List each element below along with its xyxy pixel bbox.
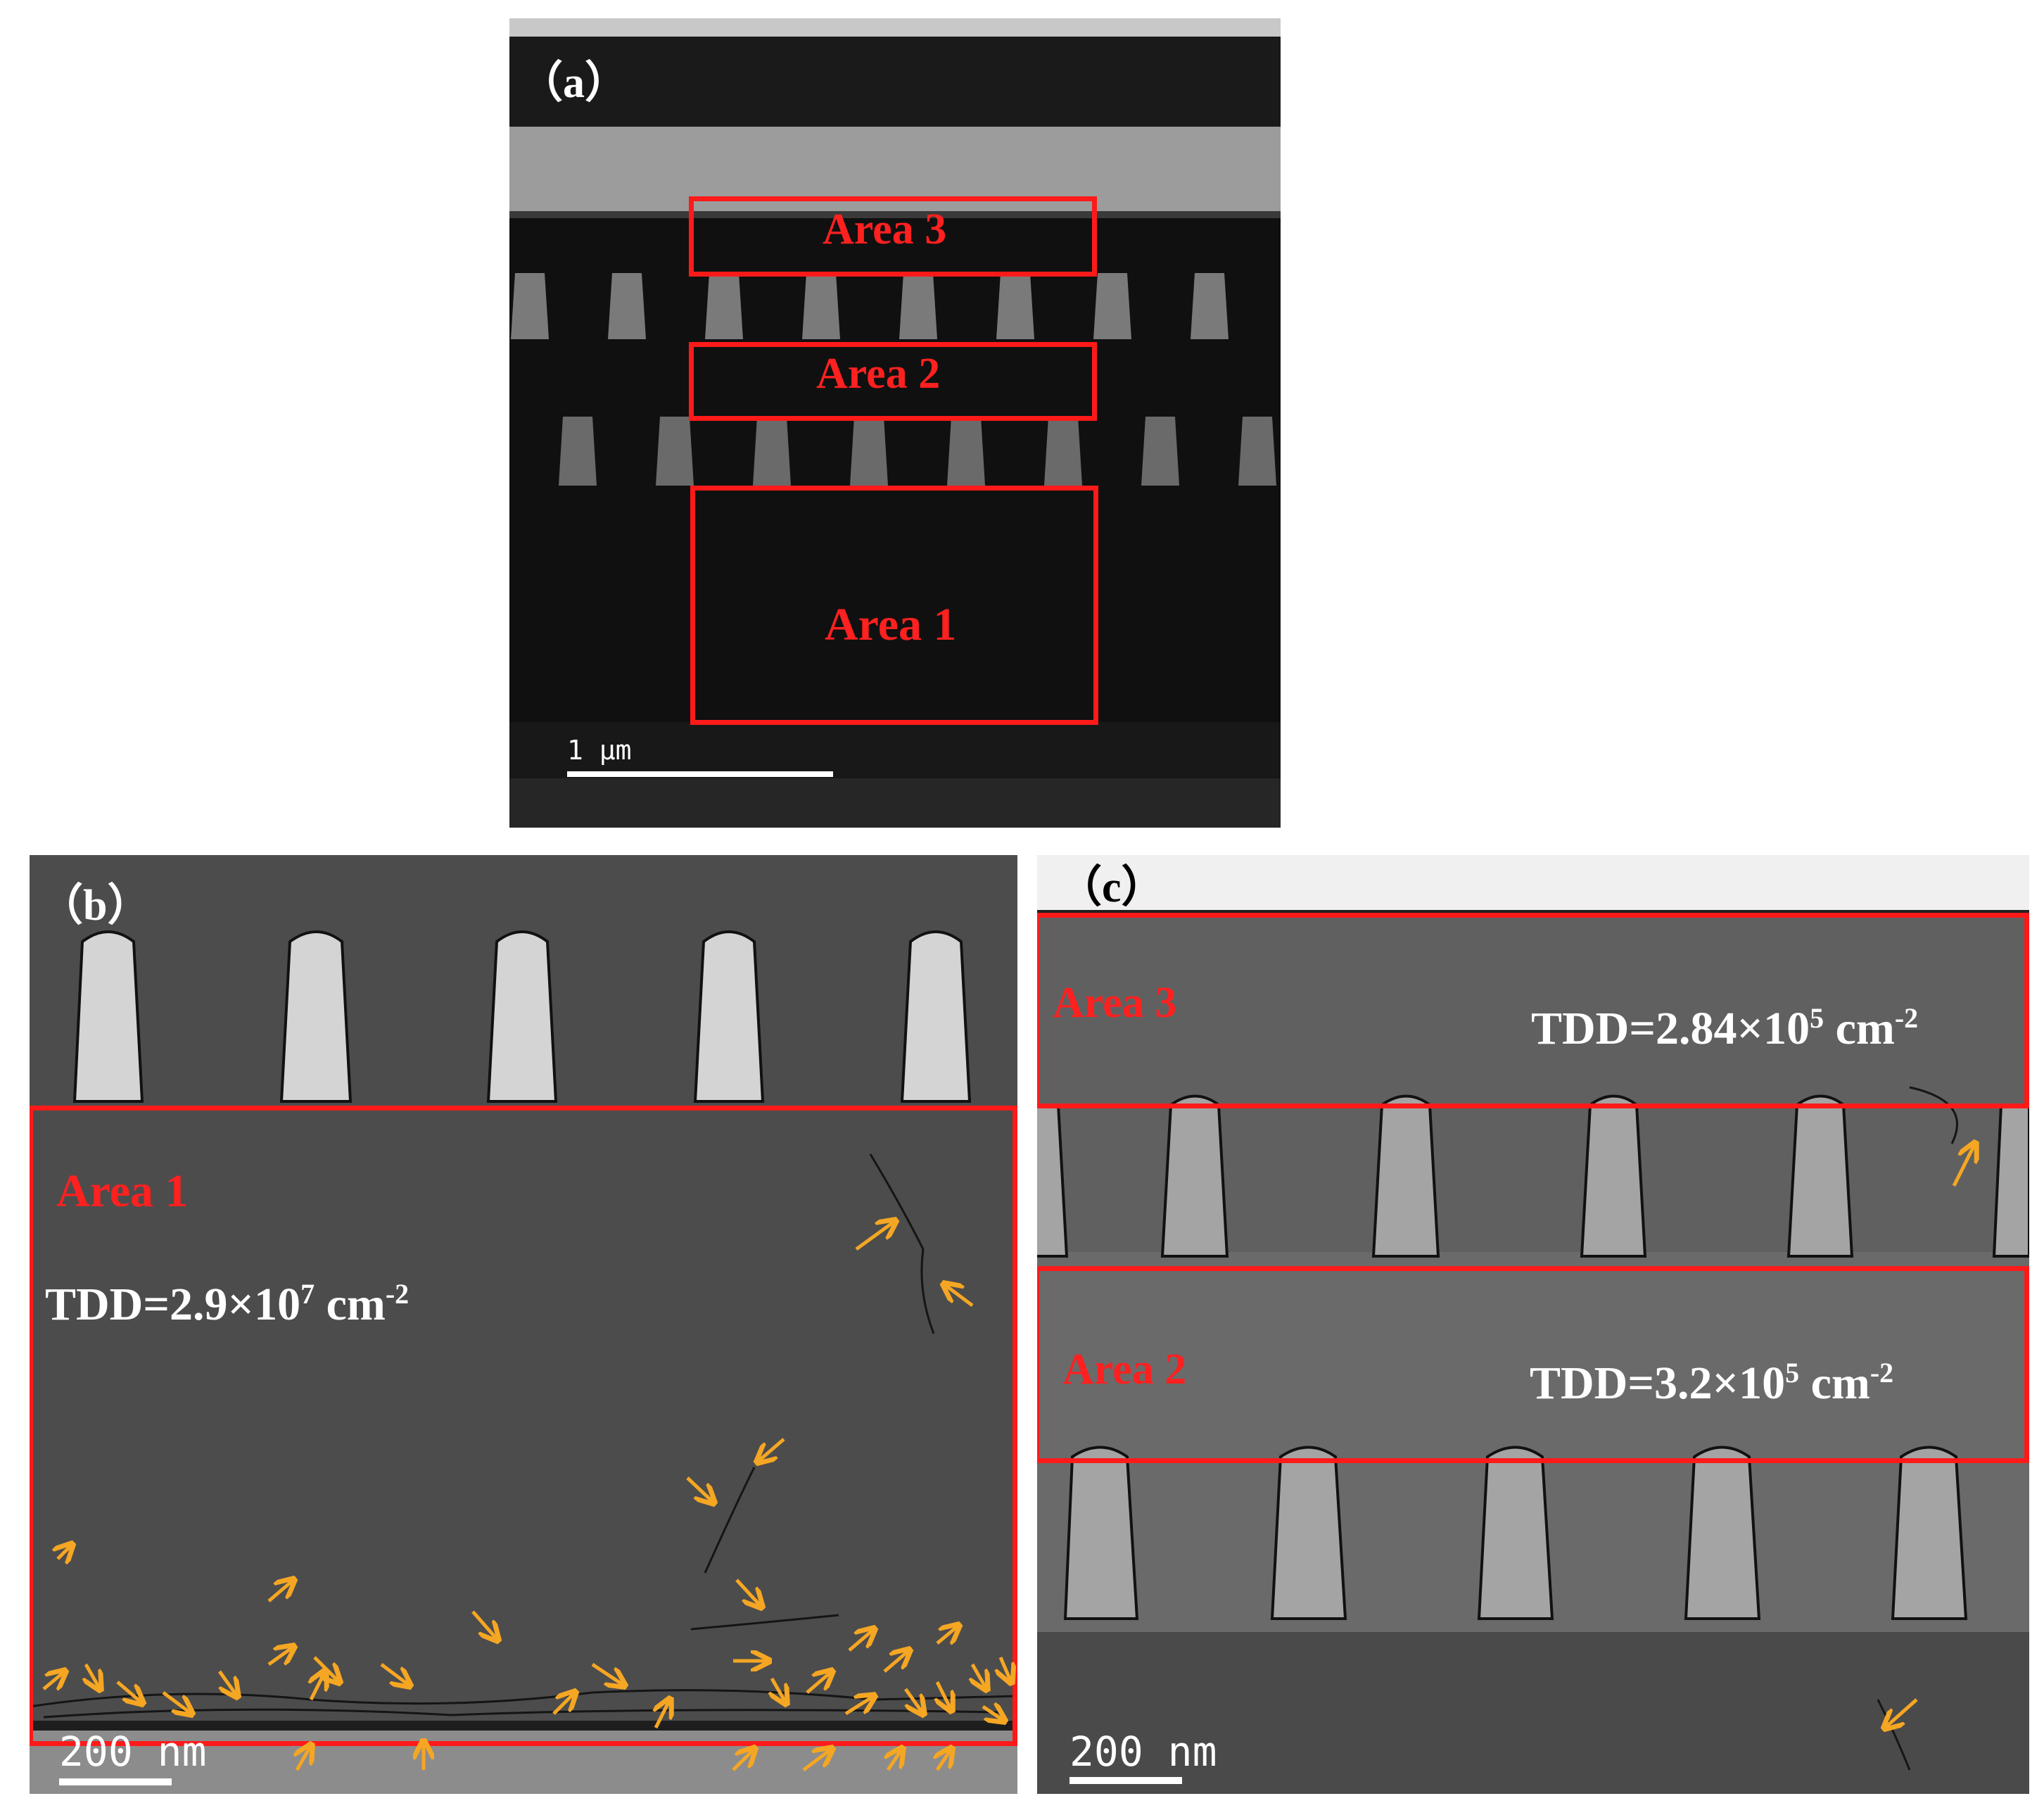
scale-bar-label: 1 μm [567, 735, 632, 766]
dislocation-arrows-c [1037, 855, 2029, 1794]
area-2-label-c: Area 2 [1062, 1346, 1187, 1393]
area-2-box [689, 342, 1097, 421]
area-3-box [689, 196, 1097, 277]
panel-a-micrograph [509, 18, 1281, 828]
scale-bar [567, 771, 833, 777]
panel-a-label: （a） [519, 59, 629, 107]
area-3-label-c: Area 3 [1053, 979, 1177, 1027]
tdd-area-1: TDD=2.9×107 cm-2 [45, 1278, 410, 1330]
panel-b-micrograph [30, 855, 1017, 1794]
panel-c: （c） Area 3 TDD=2.84×105 cm-2 Area 2 TDD=… [1037, 855, 2029, 1794]
panel-a: （a） Area 3 Area 2 Area 1 1 μm [509, 18, 1281, 828]
scale-bar-label-c: 200 nm [1069, 1728, 1217, 1776]
panel-c-micrograph [1037, 855, 2029, 1794]
panel-b-label: （b） [39, 882, 151, 930]
scale-bar-label-b: 200 nm [59, 1728, 207, 1776]
area-1-label-b: Area 1 [56, 1165, 189, 1217]
dislocation-arrows-b [42, 855, 1017, 1771]
area-2-box-c [1037, 1266, 2029, 1463]
panel-b: （b） Area 1 TDD=2.9×107 cm-2 [30, 855, 1017, 1794]
tdd-area-2: TDD=3.2×105 cm-2 [1530, 1357, 1894, 1409]
area-1-box-b [30, 1106, 1017, 1746]
area-3-box-c [1037, 913, 2029, 1108]
area-1-label: Area 1 [825, 599, 957, 650]
area-1-box [690, 486, 1098, 725]
scale-bar-b [59, 1778, 172, 1785]
panel-c-label: （c） [1058, 864, 1165, 911]
area-2-label: Area 2 [816, 350, 941, 398]
tdd-area-3: TDD=2.84×105 cm-2 [1531, 1002, 1919, 1054]
area-3-label: Area 3 [823, 205, 947, 253]
scale-bar-c [1069, 1777, 1182, 1784]
